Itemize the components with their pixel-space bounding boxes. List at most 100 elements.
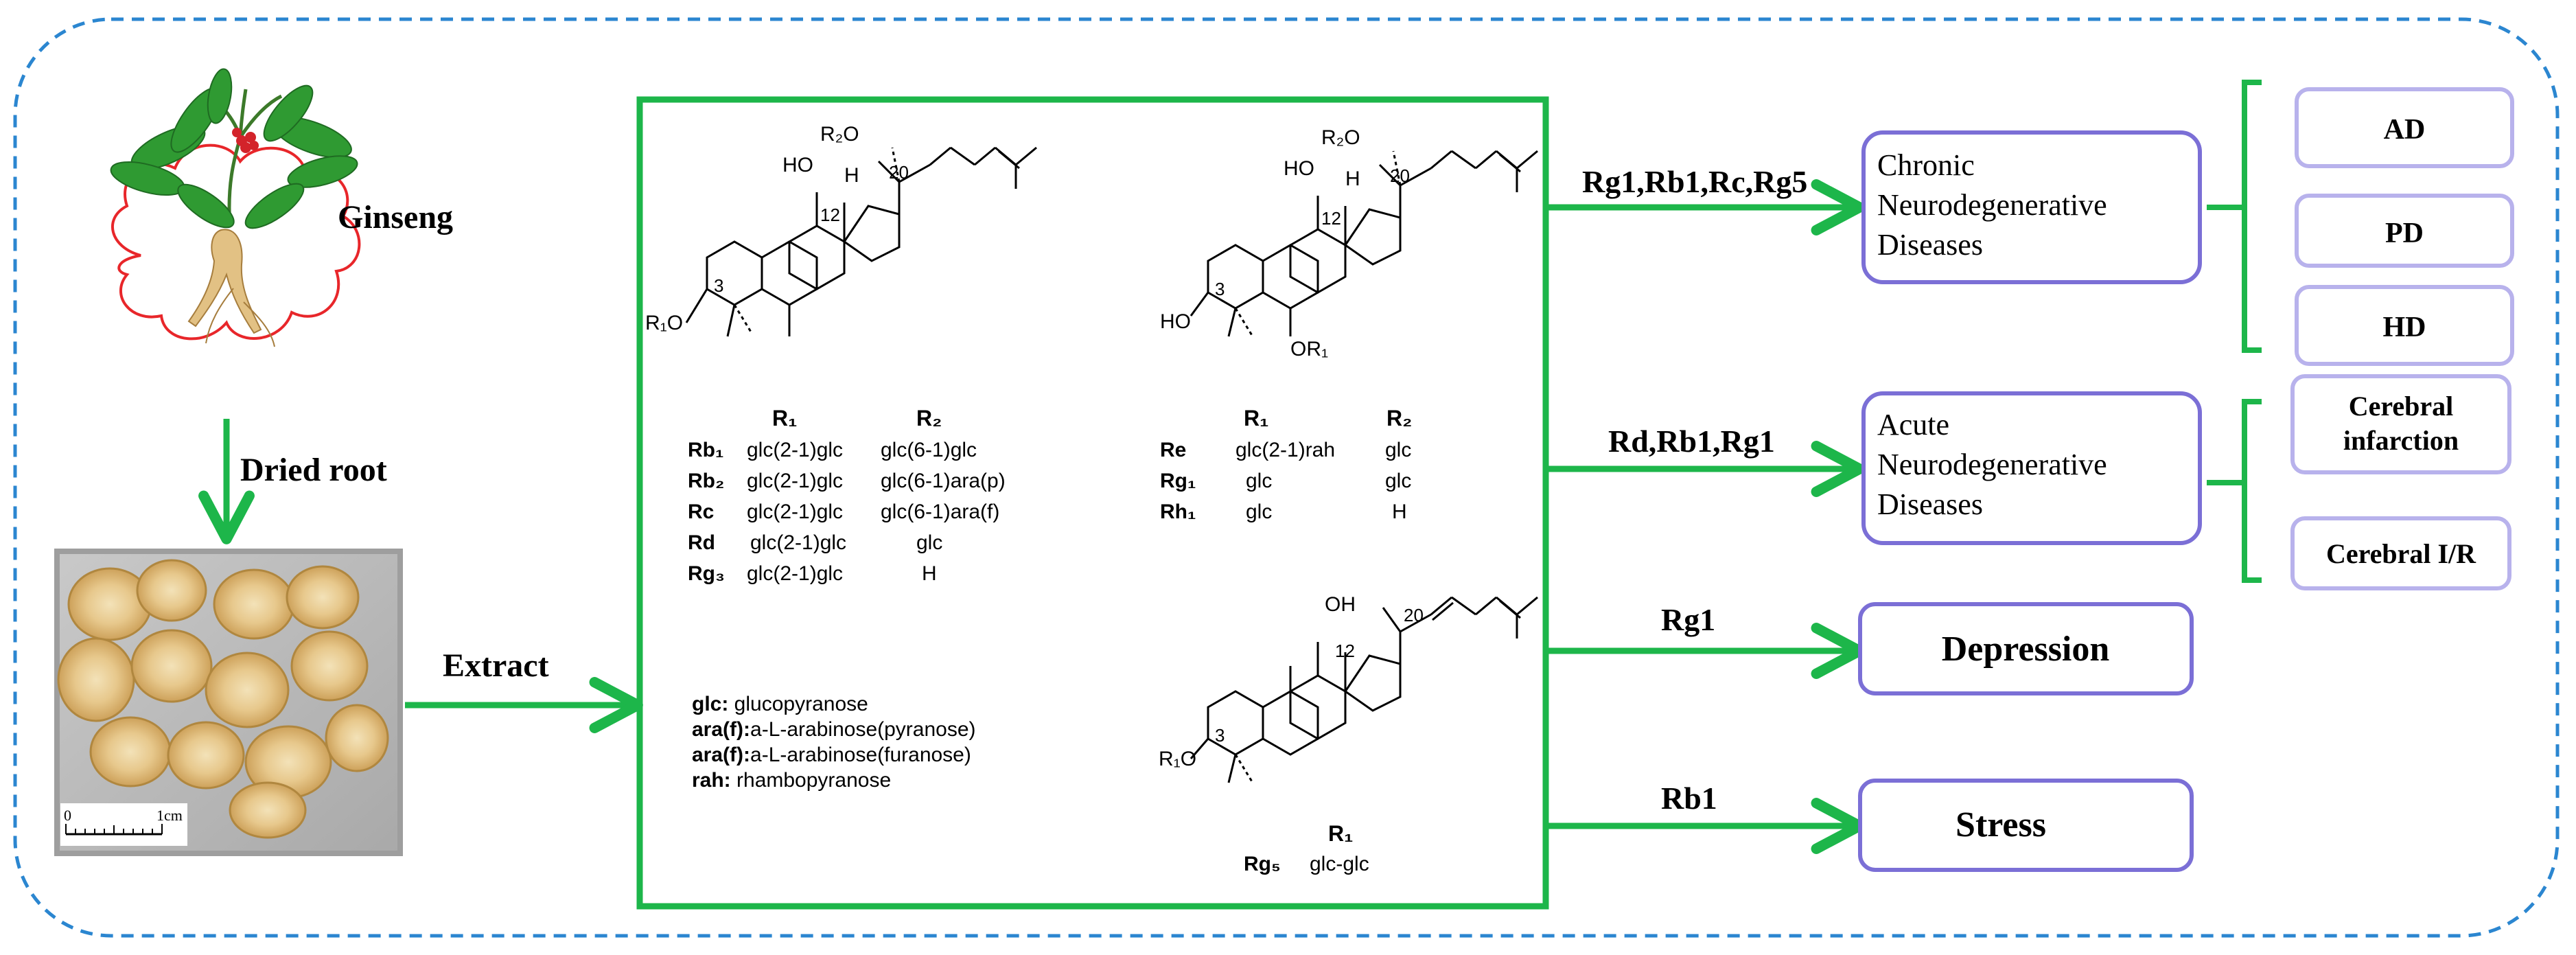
svg-text:rah: rhambopyranose: rah: rhambopyranose (692, 769, 891, 792)
ppt-row-name: Rh₁ (1160, 500, 1196, 523)
ppt-structure (1190, 150, 1538, 337)
ppt-table: R₁ R₂ Re glc(2-1)rah glc Rg₁ glc glc Rh₁… (1160, 406, 1412, 523)
ppd-row-r2: glc(6-1)ara(f) (881, 500, 999, 523)
ad-label: AD (2384, 114, 2426, 146)
chronic-box (1861, 130, 2202, 284)
acute-box (1861, 391, 2202, 545)
rg5-c3: 3 (1215, 725, 1225, 746)
legend-abbr: glc: (692, 693, 728, 715)
ppt-row-r1: glc (1246, 500, 1272, 523)
ppd-ho: HO (782, 154, 813, 176)
ppd-row-r2: glc (916, 531, 942, 554)
ppd-row-r1: glc(2-1)glc (747, 439, 843, 461)
acute-line-1: Acute (1877, 408, 1949, 441)
outer-dashed-frame (13, 17, 2560, 938)
depression-box (1858, 602, 2194, 695)
ppt-c20: 20 (1390, 165, 1410, 186)
rg5-oh: OH (1325, 593, 1356, 616)
edge-label-acute: Rd,Rb1,Rg1 (1608, 424, 1775, 459)
pd-box (2295, 194, 2514, 268)
edge-label-depression: Rg1 (1661, 602, 1715, 637)
ppt-row-r2: glc (1385, 470, 1411, 492)
acute-bracket (2207, 399, 2262, 583)
ppd-c3: 3 (714, 275, 723, 296)
structures-box (636, 96, 1549, 910)
ppd-header-r1: R₁ (772, 406, 797, 430)
dried-root-label: Dried root (240, 452, 387, 488)
ppd-row-r2: glc(6-1)ara(p) (881, 470, 1006, 492)
ppt-row-r1: glc (1246, 470, 1272, 492)
dried-root-photo (54, 549, 403, 856)
ppt-ho-top: HO (1284, 157, 1314, 180)
sugar-legend: glc: glucopyranose ara(f):a-L-arabinose(… (692, 693, 976, 792)
chronic-bracket (2207, 80, 2262, 353)
scale-zero: 0 (64, 807, 71, 824)
ppd-structure (685, 146, 1037, 337)
ad-box (2295, 87, 2514, 168)
legend-text: a-L-arabinose(pyranose) (750, 718, 976, 741)
ppd-table: R₁ R₂ Rb₁ glc(2-1)glc glc(6-1)glc Rb₂ gl… (688, 406, 1006, 585)
ppd-row-r2: H (922, 562, 937, 585)
ppt-h: H (1345, 168, 1360, 190)
ppd-row-name: Rc (688, 500, 714, 523)
ppd-row-r1: glc(2-1)glc (747, 500, 843, 523)
ginseng-plant-illustration (110, 68, 361, 347)
rg5-header-r1: R₁ (1328, 821, 1353, 846)
legend-text: glucopyranose (728, 693, 868, 715)
ppt-c12: 12 (1321, 208, 1341, 229)
svg-text:glc: glucopyranose: glc: glucopyranose (692, 693, 868, 715)
ppt-row-r1: glc(2-1)rah (1235, 439, 1335, 461)
ppd-row-r1: glc(2-1)glc (747, 470, 843, 492)
legend-abbr: ara(f): (692, 718, 750, 741)
cerebral-infarction-box (2290, 374, 2511, 474)
edge-label-chronic: Rg1,Rb1,Rc,Rg5 (1582, 164, 1807, 199)
legend-text: a-L-arabinose(furanose) (750, 744, 971, 766)
edge-label-stress: Rb1 (1661, 781, 1717, 816)
chronic-line-3: Diseases (1877, 228, 1983, 262)
ppt-row-name: Re (1160, 439, 1186, 461)
rg5-r1: glc-glc (1310, 853, 1369, 875)
cerebral-infarction-line-1: Cerebral (2349, 391, 2454, 422)
legend-text: rhambopyranose (731, 769, 891, 792)
ppt-r2o: R₂O (1321, 126, 1360, 149)
ppd-row-r2: glc(6-1)glc (881, 439, 977, 461)
hd-label: HD (2383, 312, 2426, 343)
rg5-name: Rg₅ (1244, 853, 1281, 875)
stress-label: Stress (1956, 805, 2046, 844)
scale-unit: 1cm (156, 807, 183, 824)
ppt-or1: OR₁ (1290, 338, 1328, 360)
ppd-row-r1: glc(2-1)glc (747, 562, 843, 585)
ppd-r2o: R₂O (820, 123, 859, 146)
rg5-table: R₁ Rg₅ glc-glc (1244, 821, 1369, 875)
extract-label: Extract (443, 647, 549, 684)
legend-abbr: rah: (692, 769, 731, 792)
pd-label: PD (2385, 218, 2424, 249)
acute-line-2: Neurodegenerative (1877, 448, 2107, 481)
stress-box (1858, 779, 2194, 872)
rg5-c20: 20 (1404, 605, 1424, 625)
cerebral-ir-box (2290, 516, 2511, 590)
ppd-row-name: Rg₃ (688, 562, 725, 585)
svg-text:ara(f):a-L-arabinose(furanose): ara(f):a-L-arabinose(furanose) (692, 744, 971, 766)
ginseng-label: Ginseng (338, 199, 453, 235)
chronic-line-2: Neurodegenerative (1877, 188, 2107, 222)
ppt-ho-bottom: HO (1160, 310, 1191, 333)
ppt-c3: 3 (1215, 279, 1225, 299)
cerebral-ir-label: Cerebral I/R (2326, 538, 2476, 569)
hd-box (2295, 285, 2514, 366)
ppd-h: H (844, 164, 859, 187)
rg5-c12: 12 (1335, 641, 1355, 661)
ppd-r1o: R₁O (645, 312, 683, 334)
rg5-r1o: R₁O (1159, 748, 1196, 770)
ppt-row-r2: glc (1385, 439, 1411, 461)
ppd-row-r1: glc(2-1)glc (750, 531, 846, 554)
ppt-header-r2: R₂ (1386, 406, 1412, 430)
ppt-row-name: Rg₁ (1160, 470, 1196, 492)
ppd-row-name: Rb₂ (688, 470, 724, 492)
chronic-line-1: Chronic (1877, 148, 1975, 182)
ppd-row-name: Rb₁ (688, 439, 723, 461)
ppd-c12: 12 (820, 205, 840, 225)
depression-label: Depression (1942, 630, 2110, 669)
rg5-structure (1190, 596, 1538, 783)
ppd-c20: 20 (889, 162, 909, 183)
